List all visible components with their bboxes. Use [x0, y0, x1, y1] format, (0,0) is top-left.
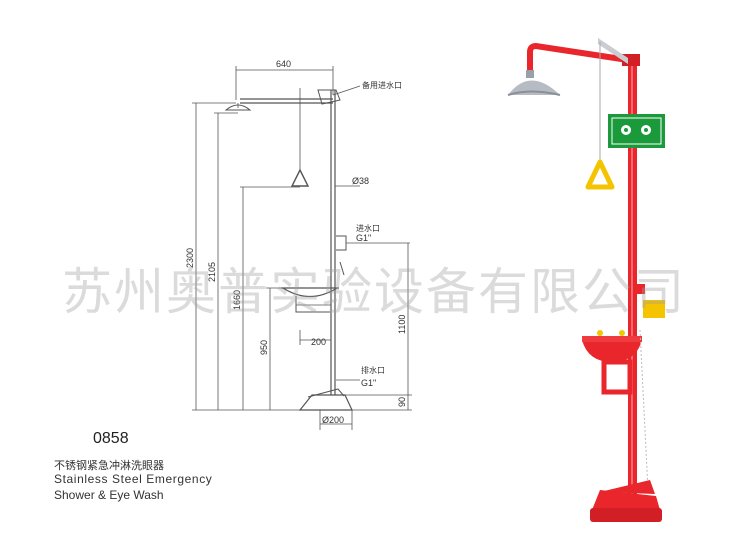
dim-pedal-height: 90 [397, 397, 407, 407]
dim-handle-height: 1660 [232, 290, 242, 310]
dim-basin-offset: 200 [311, 337, 326, 347]
company-watermark: 苏州奥普实验设备有限公司 [62, 263, 686, 321]
label-water-inlet: 进水口 [356, 223, 380, 233]
dim-inlet-height: 1100 [397, 315, 407, 334]
label-drain-thread: G1" [361, 378, 376, 388]
label-drain: 排水口 [361, 365, 385, 375]
dim-shower-height: 2105 [207, 262, 217, 282]
product-name-en-line2: Shower & Eye Wash [54, 488, 164, 502]
product-name-en-line1: Stainless Steel Emergency [54, 472, 213, 486]
label-backup-inlet: 备用进水口 [362, 80, 402, 90]
dim-basin-height: 950 [259, 340, 269, 355]
dim-total-height: 2300 [185, 248, 195, 268]
dim-base-diameter: Ø200 [322, 415, 344, 425]
model-number: 0858 [93, 430, 129, 447]
product-name-cn: 不锈钢紧急冲淋洗眼器 [54, 459, 164, 472]
label-inlet-thread: G1" [356, 233, 371, 243]
product-photo [507, 38, 665, 522]
emergency-shower-eyewash-sign-icon [608, 114, 665, 148]
dim-pipe-diameter: Ø38 [352, 176, 369, 186]
dim-arm-length: 640 [276, 59, 291, 69]
